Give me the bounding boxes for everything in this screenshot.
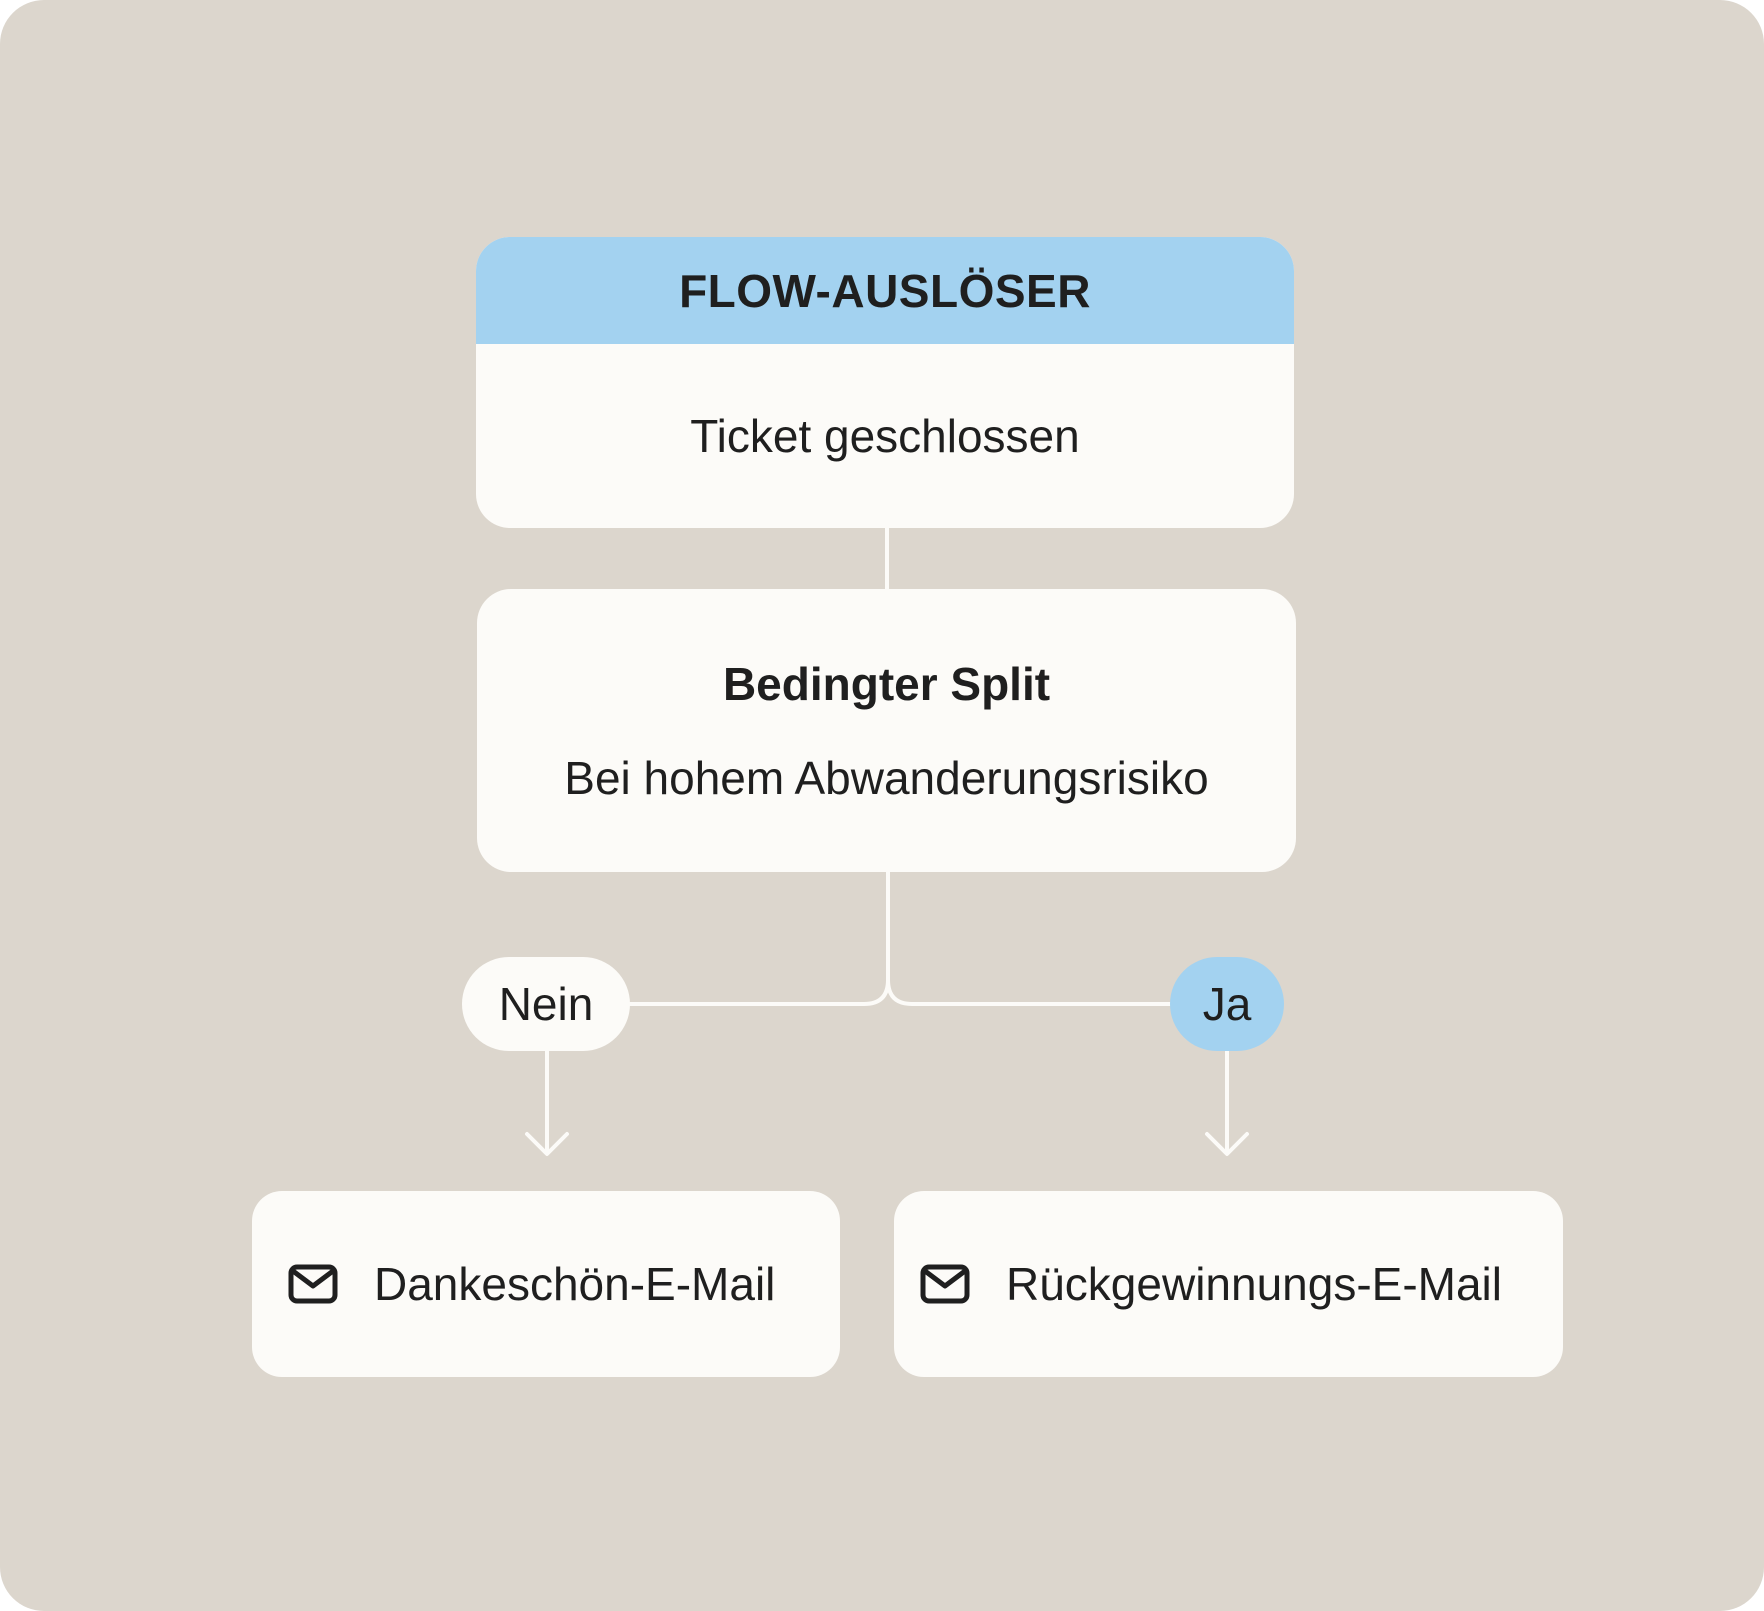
trigger-header: FLOW-AUSLÖSER <box>476 237 1294 344</box>
branch-no-label: Nein <box>462 957 630 1051</box>
arrow-right-head <box>1205 1132 1249 1156</box>
conditional-split-card[interactable]: Bedingter Split Bei hohem Abwanderungsri… <box>477 589 1296 872</box>
action-label-thank-you-email: Dankeschön-E-Mail <box>374 1258 776 1310</box>
connector-branch-left <box>626 978 890 1006</box>
action-card-winback-email[interactable]: Rückgewinnungs-E-Mail <box>894 1191 1563 1377</box>
split-title: Bedingter Split <box>722 657 1051 710</box>
mail-icon <box>920 1264 970 1304</box>
action-label-winback-email: Rückgewinnungs-E-Mail <box>1006 1258 1502 1310</box>
trigger-card[interactable]: FLOW-AUSLÖSER Ticket geschlossen <box>476 237 1294 528</box>
split-condition: Bei hohem Abwanderungsrisiko <box>564 751 1209 804</box>
mail-icon <box>288 1264 338 1304</box>
action-card-thank-you-email[interactable]: Dankeschön-E-Mail <box>252 1191 840 1377</box>
branch-yes-label: Ja <box>1170 957 1284 1051</box>
arrow-left-head <box>525 1132 569 1156</box>
trigger-event: Ticket geschlossen <box>690 410 1080 462</box>
connector-branch-right <box>886 978 1174 1006</box>
